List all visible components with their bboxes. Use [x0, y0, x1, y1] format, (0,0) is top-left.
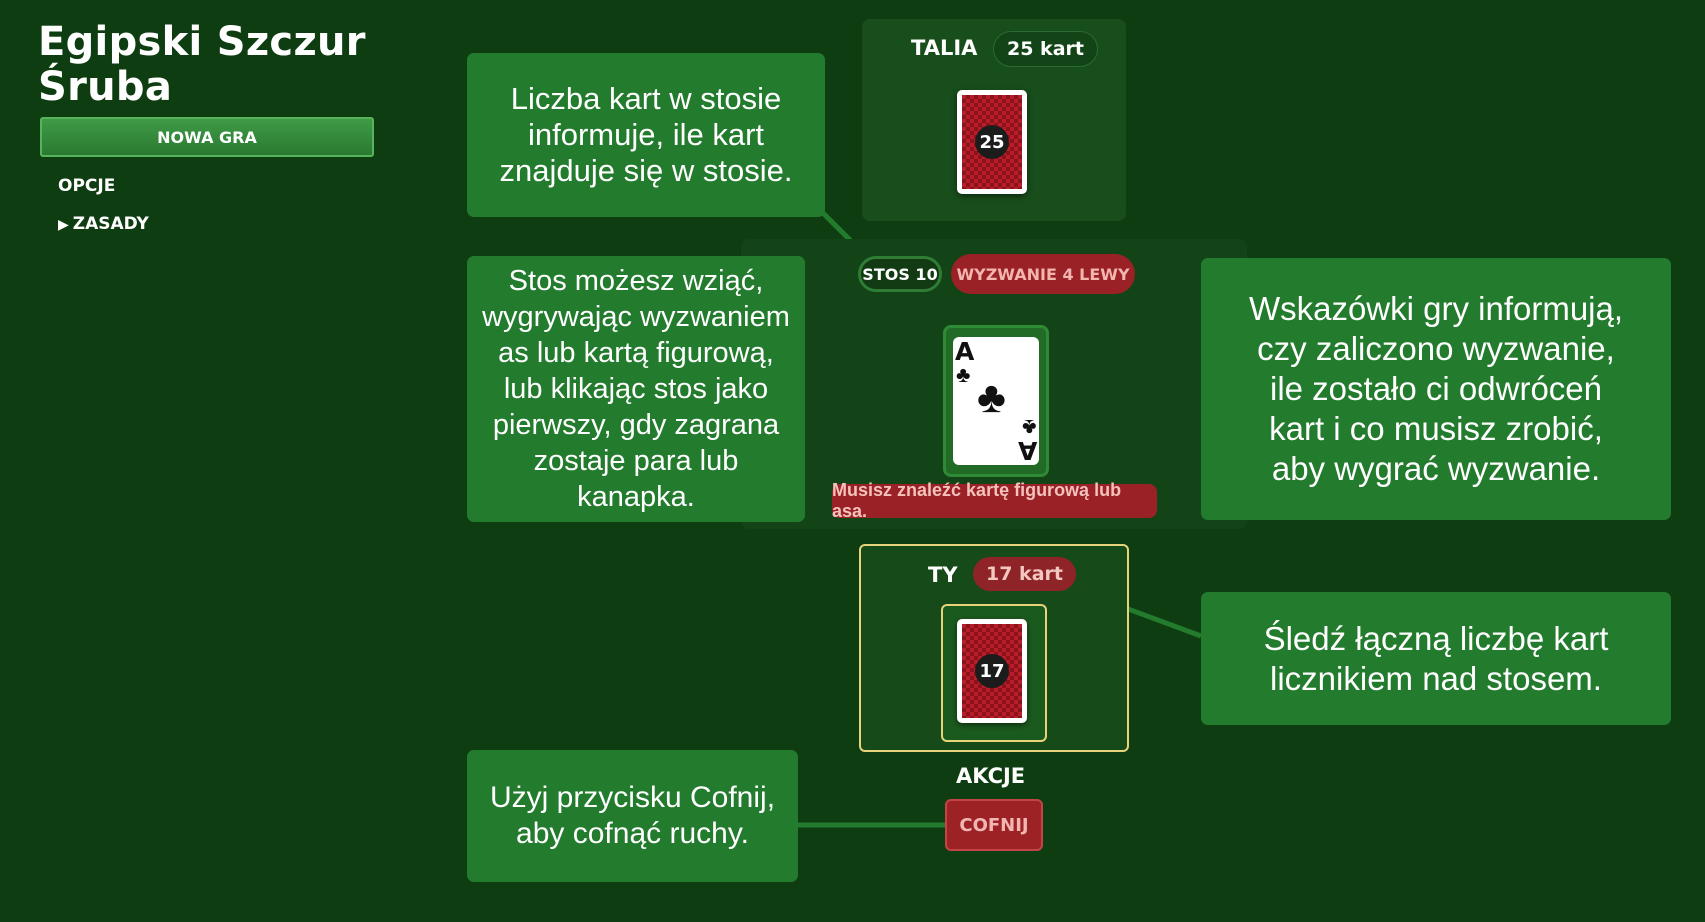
rules-label: ZASADY [72, 214, 149, 234]
deck-label: TALIA [911, 36, 978, 60]
pile-top-card[interactable]: A ♣ ♣ ♣ A [953, 337, 1039, 465]
challenge-badge: WYZWANIE 4 LEWY [951, 254, 1135, 294]
club-icon-center: ♣ [977, 373, 1006, 422]
card-rank-bottom: A [1017, 436, 1037, 465]
player-label: TY [928, 563, 958, 587]
card-rank-top: A [955, 337, 975, 366]
callout-undo: Użyj przycisku Cofnij, aby cofnąć ruchy. [467, 750, 798, 882]
deck-card-back[interactable]: 25 [957, 90, 1027, 194]
callout-take-pile: Stos możesz wziąć, wygrywając wyzwaniem … [467, 256, 805, 522]
callout-hints: Wskazówki gry informują, czy zaliczono w… [1201, 258, 1671, 520]
triangle-right-icon: ▶ [58, 217, 69, 233]
rules-toggle[interactable]: ▶ZASADY [58, 214, 149, 234]
callout-track-count: Śledź łączną liczbę kart licznikiem nad … [1201, 592, 1671, 725]
stack-count-badge: STOS 10 [858, 256, 942, 292]
player-count-badge: 17 kart [973, 557, 1076, 591]
game-hint: Musisz znaleźć kartę figurową lub asa. [832, 480, 1157, 521]
options-link[interactable]: OPCJE [58, 176, 116, 196]
actions-label: AKCJE [956, 764, 1026, 788]
app-title: Egipski Szczur Śruba [38, 19, 366, 110]
deck-card-number: 25 [975, 125, 1009, 159]
player-card-back[interactable]: 17 [957, 619, 1027, 723]
callout-stack-count: Liczba kart w stosie informuje, ile kart… [467, 53, 825, 217]
club-icon: ♣ [956, 362, 971, 387]
new-game-button[interactable]: NOWA GRA [40, 117, 374, 157]
undo-button[interactable]: COFNIJ [945, 799, 1043, 851]
player-card-number: 17 [975, 654, 1009, 688]
deck-count-badge: 25 kart [993, 31, 1098, 67]
